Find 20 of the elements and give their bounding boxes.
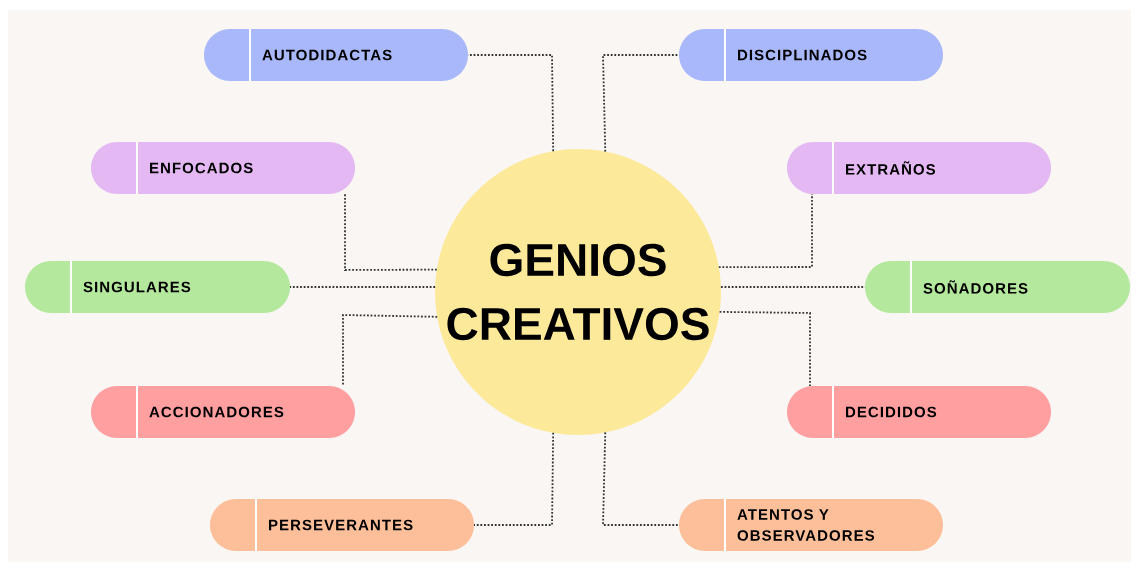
- connector: [467, 54, 555, 153]
- connector: [602, 431, 680, 526]
- trait-pill: EXTRAÑOS: [787, 141, 1051, 195]
- connector: [720, 286, 866, 288]
- trait-pill: ATENTOS Y OBSERVADORES: [679, 498, 943, 552]
- trait-pill: ENFOCADOS: [91, 141, 355, 195]
- connector: [289, 286, 436, 288]
- trait-pill: DECIDIDOS: [787, 385, 1051, 439]
- connector: [344, 193, 438, 271]
- trait-pill: PERSEVERANTES: [210, 498, 474, 552]
- connector: [717, 193, 813, 269]
- trait-pill: SINGULARES: [25, 260, 290, 314]
- connector: [473, 431, 555, 526]
- connector: [342, 314, 439, 387]
- trait-pill: SOÑADORES: [865, 260, 1130, 314]
- trait-pill: ACCIONADORES: [91, 385, 355, 439]
- connector: [602, 54, 680, 153]
- trait-pill: DISCIPLINADOS: [679, 28, 943, 82]
- connector: [718, 311, 811, 387]
- trait-pill: AUTODIDACTAS: [204, 28, 468, 82]
